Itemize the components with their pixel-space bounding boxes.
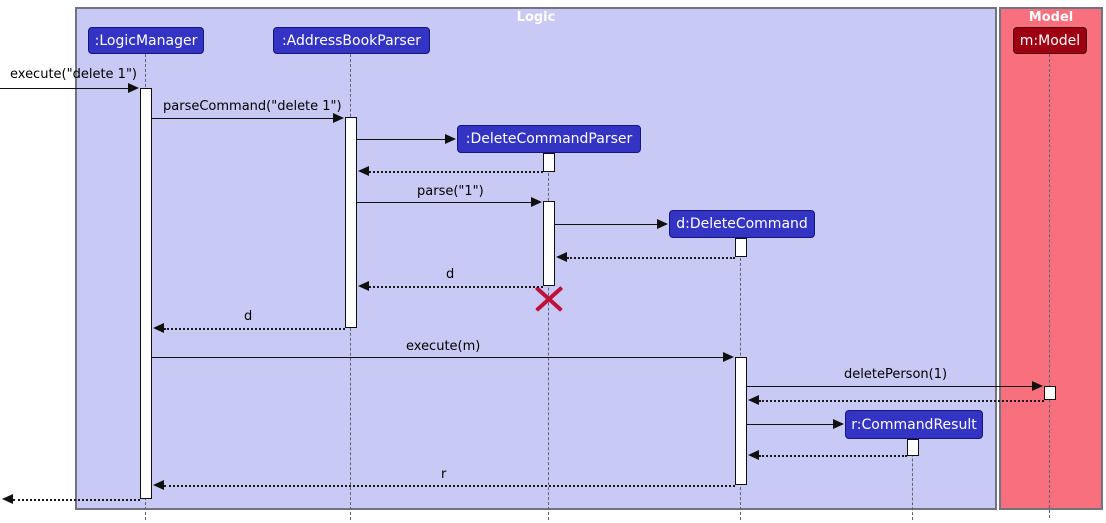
participant-label: r:CommandResult	[851, 416, 977, 433]
message-execute-delete-line	[0, 88, 129, 89]
message-create-delete-command-parser-line	[357, 139, 446, 140]
message-return-d-to-address-book-parser-line	[369, 286, 543, 288]
participant-address-book-parser: :AddressBookParser	[273, 27, 430, 54]
model-frame: Model	[999, 7, 1103, 510]
arrowhead-icon	[723, 352, 734, 362]
message-parse-command-line	[152, 118, 334, 119]
activation-delete-command-2	[735, 357, 747, 485]
message-parse-command-label: parseCommand("delete 1")	[163, 99, 342, 114]
arrowhead-icon	[1032, 381, 1043, 391]
arrowhead-icon	[748, 450, 759, 460]
participant-delete-command-parser: :DeleteCommandParser	[457, 125, 641, 153]
message-execute-m-label: execute(m)	[406, 339, 481, 354]
arrowhead-icon	[748, 395, 759, 405]
participant-model: m:Model	[1013, 27, 1087, 54]
message-delete-person-line	[747, 386, 1033, 387]
destroy-x-icon	[535, 286, 563, 312]
participant-logic-manager: :LogicManager	[88, 27, 204, 54]
lifeline-command-result	[912, 439, 913, 520]
message-create-delete-command-line	[555, 224, 658, 225]
participant-label: d:DeleteCommand	[676, 216, 808, 232]
arrowhead-icon	[153, 323, 164, 333]
arrowhead-icon	[358, 281, 369, 291]
message-return-d2-label: d	[244, 309, 253, 324]
message-execute-m-line	[152, 357, 724, 358]
arrowhead-icon	[333, 113, 344, 123]
message-return-to-caller-line	[13, 499, 140, 501]
activation-delete-command-parser-2	[543, 201, 555, 286]
activation-delete-command-parser-1	[543, 153, 555, 172]
message-delete-person-label: deletePerson(1)	[844, 367, 948, 382]
message-parse-line	[357, 202, 532, 203]
message-return-from-model-line	[759, 400, 1044, 402]
arrowhead-icon	[445, 134, 456, 144]
arrowhead-icon	[657, 219, 668, 229]
model-frame-title: Model	[1028, 10, 1074, 25]
arrowhead-icon	[556, 252, 567, 262]
arrowhead-icon	[153, 480, 164, 490]
arrowhead-icon	[2, 494, 13, 504]
message-return-after-parser-creation-line	[369, 171, 543, 173]
participant-delete-command: d:DeleteCommand	[669, 210, 815, 238]
activation-address-book-parser	[345, 117, 357, 328]
arrowhead-icon	[358, 166, 369, 176]
logic-frame-title: Logic	[516, 10, 556, 25]
activation-model	[1044, 386, 1056, 400]
message-return-r-to-logic-manager-line	[164, 485, 735, 487]
participant-command-result: r:CommandResult	[845, 410, 983, 439]
message-return-d-to-logic-manager-line	[164, 328, 345, 330]
message-create-command-result-line	[747, 424, 834, 425]
arrowhead-icon	[128, 83, 139, 93]
activation-command-result	[907, 439, 919, 456]
message-return-after-command-creation-line	[567, 257, 735, 259]
participant-label: m:Model	[1019, 32, 1081, 49]
message-return-from-command-result-line	[759, 455, 907, 457]
lifeline-delete-command-parser	[548, 153, 549, 520]
activation-logic-manager	[140, 88, 152, 499]
participant-label: :DeleteCommandParser	[465, 131, 633, 147]
message-return-d1-label: d	[446, 267, 455, 282]
participant-label: :AddressBookParser	[281, 32, 422, 49]
participant-label: :LogicManager	[94, 32, 198, 49]
message-execute-delete-label: execute("delete 1")	[10, 67, 138, 82]
message-return-r-label: r	[441, 467, 447, 482]
arrowhead-icon	[531, 197, 542, 207]
arrowhead-icon	[833, 419, 844, 429]
message-parse-label: parse("1")	[417, 184, 484, 199]
lifeline-model	[1049, 54, 1050, 518]
activation-delete-command-1	[735, 238, 747, 257]
